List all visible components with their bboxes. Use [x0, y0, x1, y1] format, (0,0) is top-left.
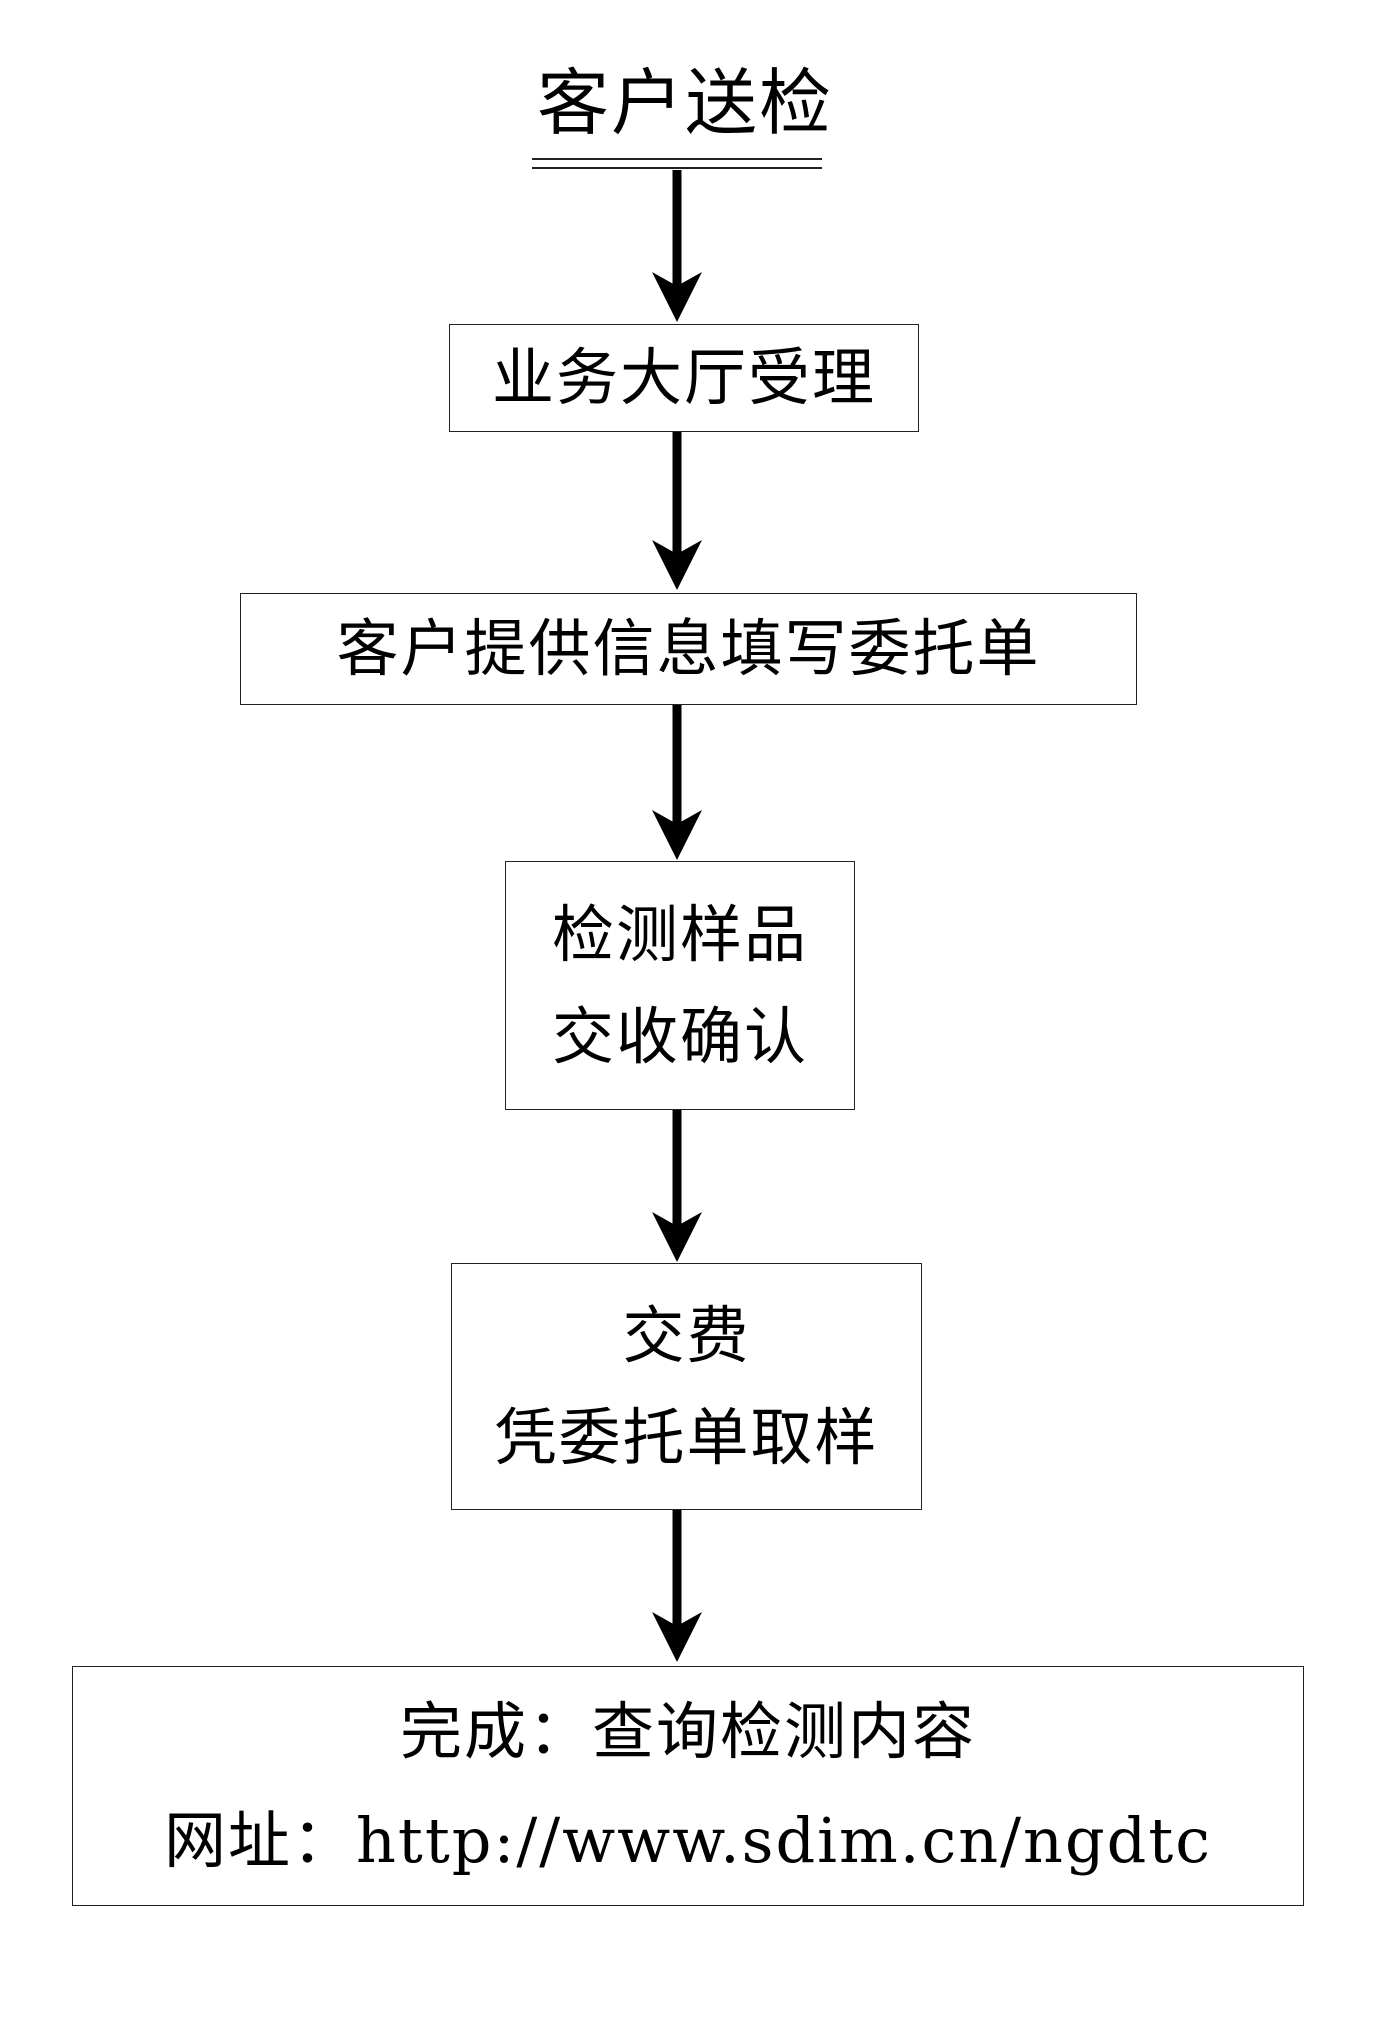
arrow-3-head	[652, 810, 702, 860]
arrow-2-head	[652, 540, 702, 590]
step-3-line-1: 检测样品	[551, 898, 808, 972]
step-5-line-2: 网址：http://www.sdim.cn/ngdtc	[164, 1804, 1212, 1877]
step-5-box: 完成：查询检测内容 网址：http://www.sdim.cn/ngdtc	[72, 1666, 1304, 1906]
arrow-4-head	[652, 1212, 702, 1262]
step-1-label: 业务大厅受理	[491, 341, 876, 415]
flow-start-title: 客户送检	[536, 61, 833, 145]
step-4-line-2: 凭委托单取样	[494, 1400, 879, 1474]
title-underline-top	[532, 158, 822, 160]
arrow-5-head	[652, 1612, 702, 1662]
step-1-box: 业务大厅受理	[449, 324, 919, 432]
step-2-box: 客户提供信息填写委托单	[240, 593, 1137, 705]
step-5-line-1: 完成：查询检测内容	[399, 1694, 976, 1768]
title-underline-bottom	[532, 167, 822, 169]
arrow-1-head	[652, 272, 702, 322]
step-4-line-1: 交费	[622, 1299, 751, 1373]
step-3-box: 检测样品 交收确认	[505, 861, 855, 1110]
step-3-line-2: 交收确认	[551, 999, 808, 1073]
step-4-box: 交费 凭委托单取样	[451, 1263, 922, 1510]
step-2-label: 客户提供信息填写委托单	[336, 612, 1041, 686]
